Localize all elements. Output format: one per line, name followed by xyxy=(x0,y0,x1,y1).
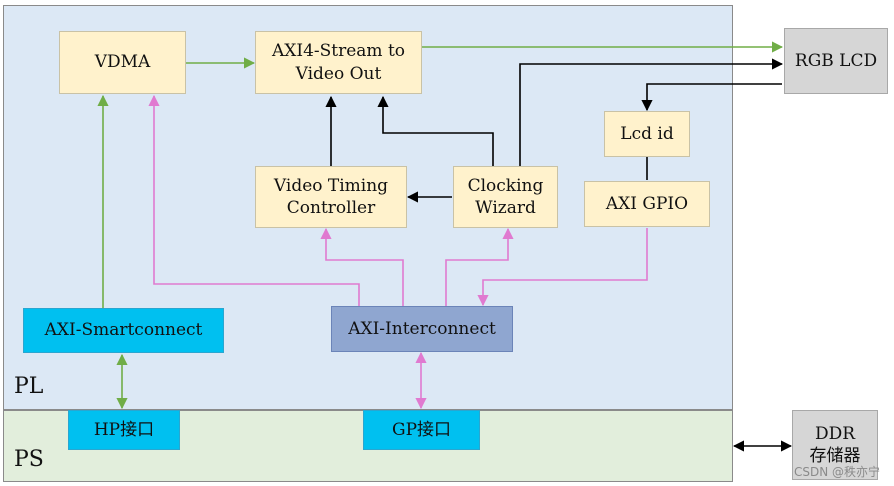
axi-smartconnect-block: AXI-Smartconnect xyxy=(23,308,224,353)
wire-interconnect-to-vdma xyxy=(148,94,360,306)
vdma-block: VDMA xyxy=(59,31,186,94)
wire-axigpio-to-interconnect xyxy=(477,228,648,307)
axi-gpio-block: AXI GPIO xyxy=(584,181,710,227)
wire-clocking-to-rgblcd xyxy=(519,58,784,166)
pl-label: PL xyxy=(14,374,44,399)
lcd-id-block: Lcd id xyxy=(604,111,690,157)
wire-clocking-to-axi4stream xyxy=(377,95,494,166)
gp-port-block: GP接口 xyxy=(363,410,480,450)
axi-interconnect-block: AXI-Interconnect xyxy=(331,306,513,352)
hp-port-block: HP接口 xyxy=(68,410,180,450)
video-timing-controller-block: Video Timing Controller xyxy=(255,166,407,228)
ddr-memory-block: DDR 存储器 xyxy=(792,410,878,480)
watermark: CSDN @秩亦宁 xyxy=(793,465,880,479)
wire-rgblcd-to-lcdid xyxy=(641,83,782,112)
wire-interconnect-to-videotiming xyxy=(320,227,404,306)
clocking-wizard-block: Clocking Wizard xyxy=(453,166,558,228)
axi4-stream-video-out-block: AXI4-Stream to Video Out xyxy=(255,31,422,94)
wire-interconnect-to-clocking xyxy=(445,227,514,306)
rgb-lcd-block: RGB LCD xyxy=(784,28,888,94)
ps-label: PS xyxy=(14,447,44,472)
